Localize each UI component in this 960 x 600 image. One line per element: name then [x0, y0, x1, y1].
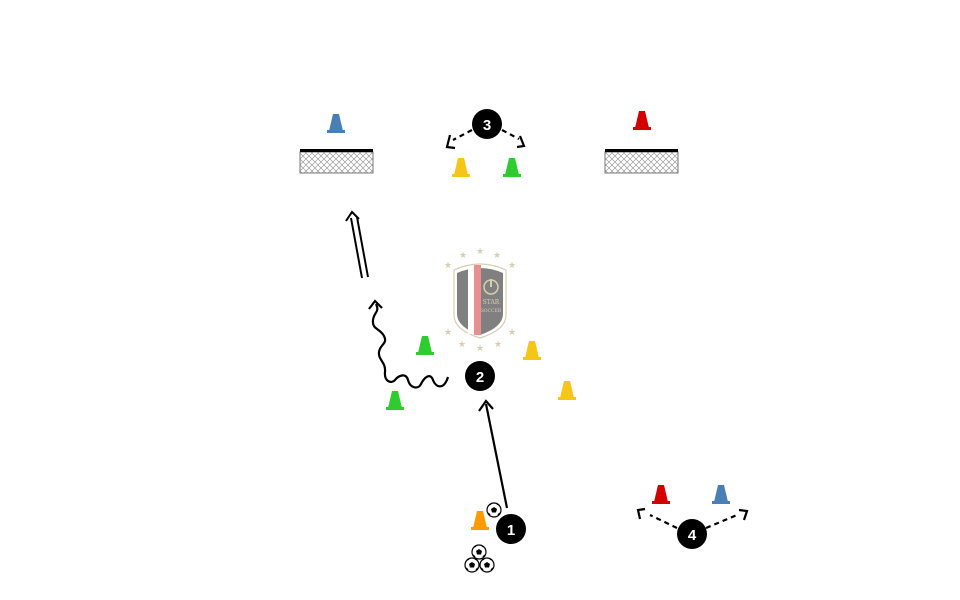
dribble-arrow — [368, 299, 450, 389]
svg-text:★: ★ — [493, 251, 501, 261]
ball — [471, 544, 487, 560]
movement-lines-4 — [649, 513, 738, 530]
ball — [464, 557, 480, 573]
marker-label: 2 — [476, 369, 484, 386]
green-cone — [416, 336, 434, 355]
svg-text:★: ★ — [458, 340, 466, 350]
movement-lines-3 — [452, 129, 520, 141]
logo-text-line1: STAR — [483, 299, 500, 306]
svg-text:★: ★ — [444, 328, 452, 338]
orange-cone — [471, 511, 489, 530]
ball — [479, 557, 495, 573]
svg-text:★: ★ — [508, 328, 516, 338]
pass-arrow — [345, 210, 369, 279]
green-cone — [503, 158, 521, 177]
player-marker-3[interactable]: 3 — [472, 109, 502, 139]
svg-text:★: ★ — [476, 344, 484, 354]
player-marker-2[interactable]: 2 — [465, 361, 495, 391]
green-cone — [386, 391, 404, 410]
red-cone — [633, 111, 651, 130]
club-logo: ★ ★ ★ ★ ★ ★ ★ ★ ★ ★ STAR SOCCER — [444, 247, 516, 354]
ball — [486, 502, 502, 518]
svg-text:★: ★ — [459, 251, 467, 261]
run-arrow — [478, 399, 509, 509]
yellow-cone — [452, 158, 470, 177]
svg-text:★: ★ — [508, 261, 516, 271]
bracket-ends-3 — [445, 134, 526, 150]
svg-text:★: ★ — [476, 247, 484, 257]
marker-label: 4 — [688, 527, 697, 544]
svg-text:★: ★ — [494, 340, 502, 350]
yellow-cone — [558, 381, 576, 400]
marker-label: 3 — [483, 117, 491, 134]
marker-label: 1 — [507, 522, 515, 539]
yellow-cone — [523, 341, 541, 360]
player-marker-1[interactable]: 1 — [496, 514, 526, 544]
player-marker-4[interactable]: 4 — [677, 519, 707, 549]
svg-text:★: ★ — [444, 261, 452, 271]
goal-right — [604, 149, 679, 174]
logo-stars: ★ ★ ★ ★ ★ ★ ★ ★ ★ ★ — [444, 247, 516, 354]
logo-text-line2: SOCCER — [481, 308, 502, 314]
blue-cone — [327, 114, 345, 133]
red-cone — [652, 485, 670, 504]
bracket-ends-4 — [636, 507, 749, 521]
goal-left — [299, 149, 374, 174]
blue-cone — [712, 485, 730, 504]
